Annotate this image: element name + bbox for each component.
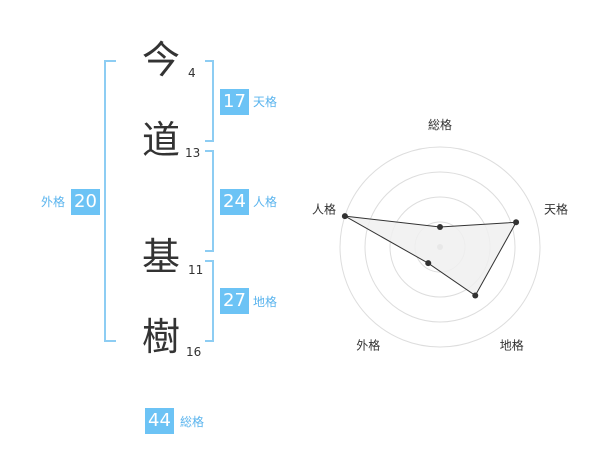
chikaku-bracket: [205, 260, 214, 342]
name-char-1: 今: [142, 38, 181, 82]
radar-ring-3: [364, 171, 516, 323]
gaikaku-value: 20: [71, 189, 100, 215]
radar-point-3: [472, 292, 479, 299]
stroke-count-3: 11: [188, 263, 204, 277]
radar-grid: [339, 146, 541, 348]
gaikaku-label: 外格: [41, 195, 66, 209]
gaikaku-bracket: [104, 60, 116, 342]
radar-axis-label-3: 地格: [500, 338, 524, 353]
tenkaku-bracket: [205, 60, 214, 142]
chikaku-value: 27: [220, 288, 249, 314]
radar-point-1: [437, 224, 443, 230]
jinkaku-label: 人格: [253, 195, 278, 209]
tenkaku-label: 天格: [253, 95, 278, 109]
radar-axis-label-5: 人格: [312, 201, 336, 216]
radar-axis-label-4: 外格: [356, 338, 380, 353]
radar-axis-label-2: 天格: [544, 201, 568, 216]
tenkaku-value: 17: [220, 89, 249, 115]
radar-point-2: [513, 219, 520, 226]
soukaku-label: 総格: [180, 415, 205, 429]
radar-ring-4: [339, 146, 541, 348]
chikaku-label: 地格: [253, 295, 278, 309]
soukaku-value: 44: [145, 408, 174, 434]
jinkaku-value: 24: [220, 189, 249, 215]
radar-points: [341, 213, 520, 299]
radar-data-area: [344, 215, 517, 297]
radar-axis-label-1: 総格: [428, 117, 452, 132]
radar-point-5: [341, 213, 348, 220]
name-char-3: 基: [142, 235, 181, 279]
radar-point-4: [425, 260, 432, 267]
stroke-count-1: 4: [188, 66, 196, 80]
name-char-2: 道: [142, 118, 181, 162]
stroke-count-2: 13: [185, 146, 201, 160]
stroke-count-4: 16: [186, 345, 202, 359]
name-char-4: 樹: [142, 315, 181, 359]
jinkaku-bracket: [205, 150, 214, 252]
